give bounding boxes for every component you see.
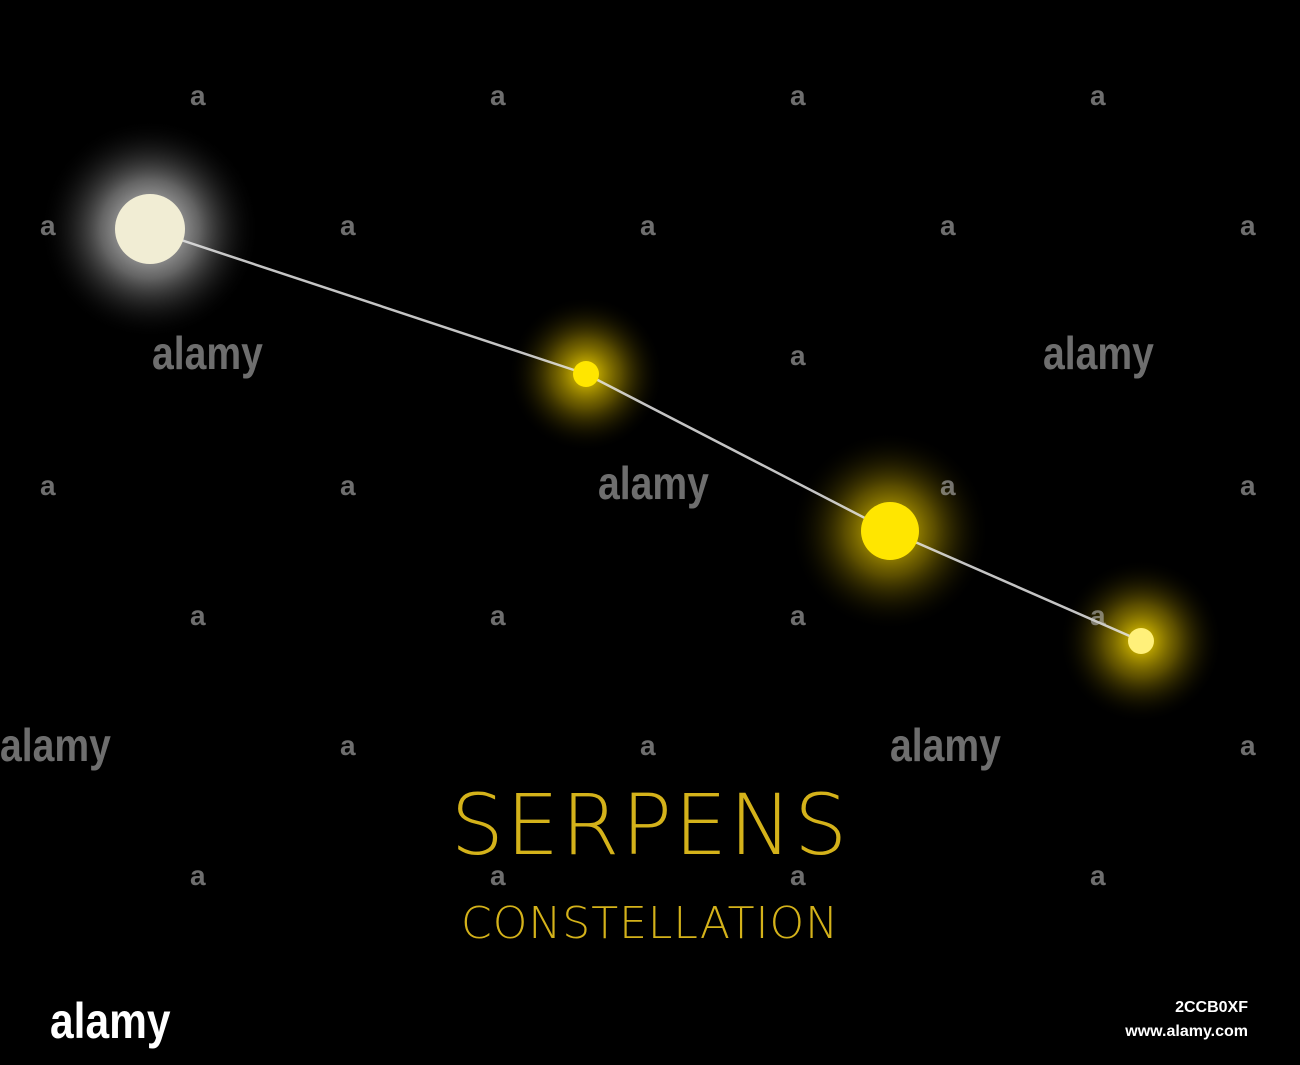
- watermark-letter: a: [340, 210, 356, 241]
- watermark-letter: a: [40, 470, 56, 501]
- watermark-letter: a: [190, 600, 206, 631]
- watermark-letter: a: [490, 80, 506, 111]
- watermark-letter: a: [1090, 600, 1106, 631]
- watermark-word: alamy: [890, 719, 1001, 771]
- watermark-word: alamy: [1043, 327, 1154, 379]
- watermark-letter: a: [1240, 730, 1256, 761]
- watermark-letter: a: [1090, 80, 1106, 111]
- image-url: www.alamy.com: [1125, 1023, 1248, 1040]
- watermark-letter: a: [640, 210, 656, 241]
- yellow-star: [1128, 628, 1154, 654]
- watermark-letter: a: [340, 470, 356, 501]
- watermark-letter: a: [1240, 470, 1256, 501]
- watermark-word: alamy: [598, 457, 709, 509]
- watermark-letter: a: [940, 470, 956, 501]
- watermark-letter: a: [790, 600, 806, 631]
- watermark-letter: a: [940, 210, 956, 241]
- watermark-letter: a: [340, 730, 356, 761]
- watermark-letter: a: [490, 600, 506, 631]
- watermark-letter: a: [790, 860, 806, 891]
- alamy-logo: alamy: [50, 993, 171, 1049]
- watermark-letter: a: [40, 210, 56, 241]
- watermark-letter: a: [790, 80, 806, 111]
- watermark-letter: a: [490, 860, 506, 891]
- white-star: [115, 194, 185, 264]
- constellation-line: [585, 372, 891, 533]
- image-id: 2CCB0XF: [1175, 999, 1248, 1016]
- yellow-star: [861, 502, 919, 560]
- constellation-line: [889, 529, 1142, 643]
- constellation-title: SERPENS: [450, 776, 850, 874]
- watermark-letter: a: [190, 860, 206, 891]
- watermark-word: alamy: [0, 719, 111, 771]
- yellow-star: [573, 361, 599, 387]
- watermark-letter: a: [1240, 210, 1256, 241]
- watermark-letter: a: [190, 80, 206, 111]
- watermark-letter: a: [1090, 860, 1106, 891]
- constellation-line: [171, 235, 587, 376]
- constellation-subtitle: CONSTELLATION: [461, 898, 839, 949]
- watermark-letter: a: [640, 730, 656, 761]
- watermark-letter: a: [790, 340, 806, 371]
- watermark-word: alamy: [152, 327, 263, 379]
